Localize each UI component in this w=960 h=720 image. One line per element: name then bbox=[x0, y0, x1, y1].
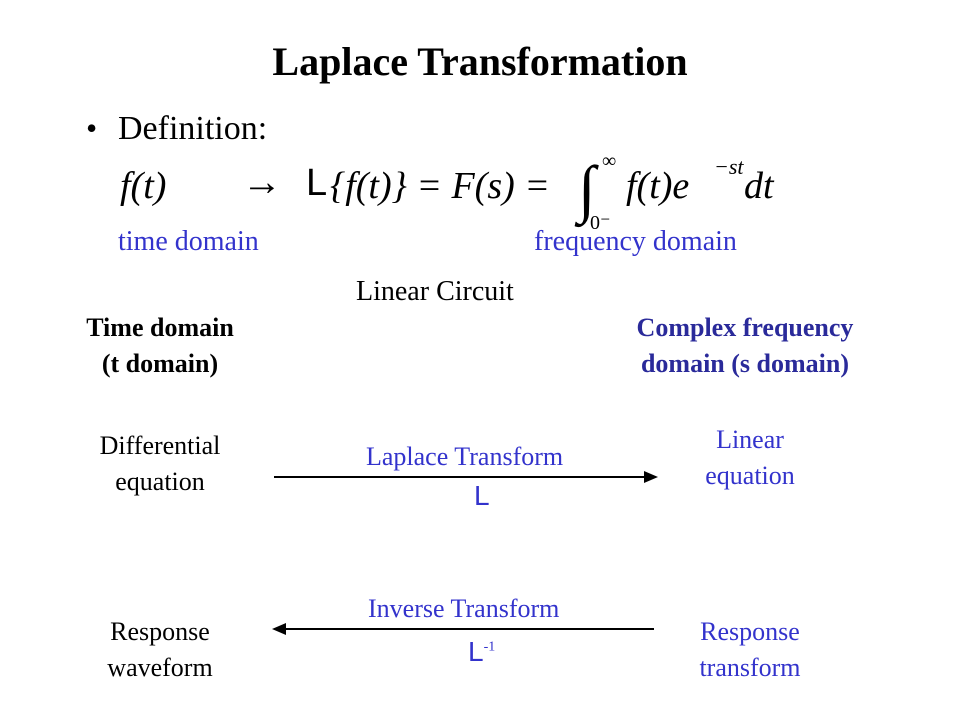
s-domain-header-line2: domain (s domain) bbox=[640, 349, 850, 378]
slide-title: Laplace Transformation bbox=[272, 39, 688, 84]
formula-exponent: −st bbox=[714, 154, 744, 179]
bullet-dot: • bbox=[86, 110, 98, 146]
formula-arrow: → bbox=[242, 160, 282, 204]
time-domain-label: time domain bbox=[118, 226, 259, 257]
time-domain-header: Time domain (t domain) bbox=[40, 310, 280, 382]
inverse-laplace-superscript: -1 bbox=[483, 639, 496, 655]
forward-arrow bbox=[274, 471, 658, 483]
laplace-symbol: L bbox=[474, 480, 490, 511]
definition-label: Definition: bbox=[118, 110, 268, 147]
laplace-operator-symbol: L bbox=[306, 162, 328, 204]
integral-upper-limit: ∞ bbox=[602, 150, 617, 172]
linear-equation-line1: Linear bbox=[716, 425, 784, 454]
integral-sign: ∫ bbox=[578, 153, 596, 224]
s-domain-header-line1: Complex frequency bbox=[636, 313, 854, 342]
frequency-domain-label: frequency domain bbox=[534, 226, 737, 257]
inverse-arrow bbox=[272, 623, 654, 635]
integral-lower-limit: 0⁻ bbox=[590, 212, 611, 234]
laplace-transform-label: Laplace Transform bbox=[366, 442, 564, 471]
formula-integrand: f(t)e bbox=[626, 165, 690, 207]
differential-equation-line2: equation bbox=[115, 467, 205, 496]
s-domain-header: Complex frequency domain (s domain) bbox=[600, 310, 890, 382]
response-transform-line1: Response bbox=[700, 617, 800, 646]
differential-equation-line1: Differential bbox=[99, 431, 221, 460]
inverse-transform-label: Inverse Transform bbox=[368, 594, 560, 623]
inverse-laplace-symbol: L-1 bbox=[468, 636, 495, 668]
response-waveform-box: Response waveform bbox=[50, 614, 270, 686]
linear-equation-box: Linear equation bbox=[660, 422, 840, 494]
linear-equation-line2: equation bbox=[705, 461, 795, 490]
formula-expression: {f(t)} = F(s) = bbox=[330, 165, 550, 207]
formula-lhs: f(t) bbox=[120, 165, 167, 207]
response-transform-box: Response transform bbox=[660, 614, 840, 686]
linear-circuit-label: Linear Circuit bbox=[356, 276, 514, 307]
response-waveform-line2: waveform bbox=[107, 653, 213, 682]
response-waveform-line1: Response bbox=[110, 617, 210, 646]
differential-equation-box: Differential equation bbox=[50, 428, 270, 500]
time-domain-header-line1: Time domain bbox=[86, 313, 234, 342]
time-domain-header-line2: (t domain) bbox=[101, 349, 219, 378]
formula-differential: dt bbox=[744, 165, 774, 207]
inverse-laplace-L: L bbox=[468, 636, 484, 667]
response-transform-line2: transform bbox=[699, 653, 801, 682]
